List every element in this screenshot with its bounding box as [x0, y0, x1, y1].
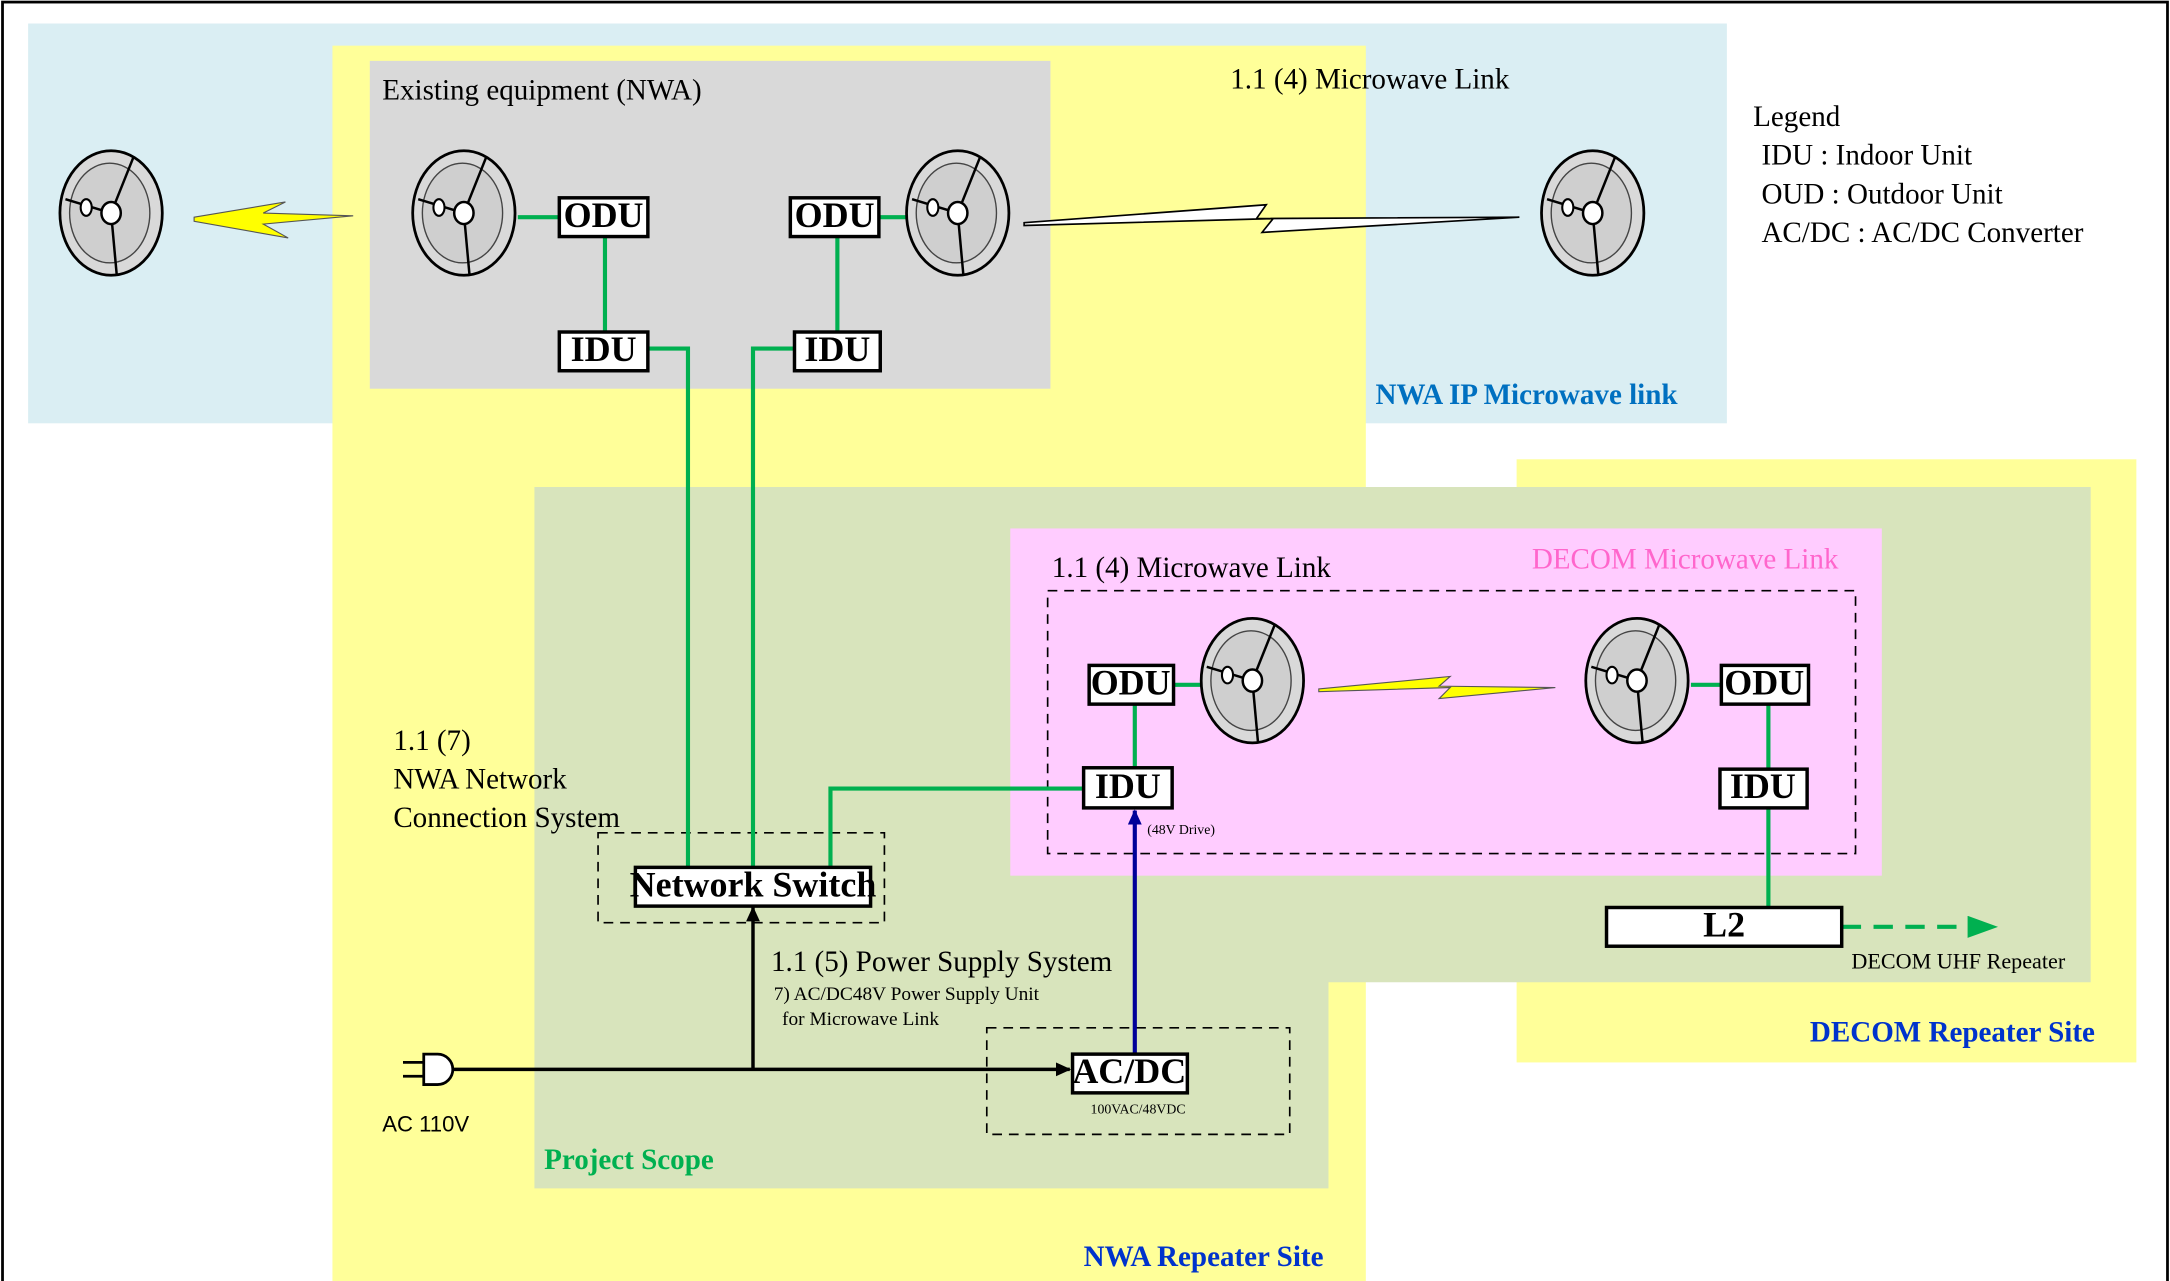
- network-connection-label-1: 1.1 (7): [393, 725, 470, 757]
- acdc-label: AC/DC: [1072, 1051, 1186, 1091]
- odu-label: ODU: [564, 195, 644, 235]
- idu-label: IDU: [1730, 766, 1796, 806]
- dish-antenna-icon: [905, 149, 1011, 277]
- lightning-icon: [1318, 675, 1556, 700]
- idu-box-decom-left: IDU: [1081, 766, 1174, 810]
- network-connection-label-2: NWA Network: [393, 764, 567, 796]
- legend-title: Legend: [1753, 101, 1841, 133]
- decom-uhf-label: DECOM UHF Repeater: [1851, 948, 2065, 973]
- power-supply-unit-label-2: for Microwave Link: [782, 1009, 939, 1030]
- idu-label: IDU: [1095, 766, 1161, 806]
- lightning-icon: [1023, 203, 1520, 234]
- ac-input-label: AC 110V: [382, 1112, 469, 1137]
- acdc-box: AC/DC: [1070, 1051, 1190, 1095]
- odu-box-nwa-right: ODU: [788, 195, 881, 239]
- legend-item: OUD : Outdoor Unit: [1761, 178, 2002, 210]
- acdc-group: [985, 1027, 1291, 1136]
- link-lines: [517, 215, 1771, 908]
- drive-note: (48V Drive): [1147, 822, 1215, 838]
- l2-box: L2: [1604, 905, 1844, 948]
- idu-label: IDU: [804, 329, 870, 369]
- decom-microwave-link-title: DECOM Microwave Link: [1532, 544, 1839, 576]
- top-microwave-link-label: 1.1 (4) Microwave Link: [1230, 64, 1510, 96]
- odu-box-decom-left: ODU: [1087, 662, 1176, 706]
- nwa-ip-link-title: NWA IP Microwave link: [1376, 379, 1679, 411]
- odu-box-decom-right: ODU: [1719, 662, 1811, 706]
- power-supply-system-label: 1.1 (5) Power Supply System: [771, 946, 1113, 978]
- ac-plug-icon: [402, 1052, 455, 1086]
- decom-repeater-site-title: DECOM Repeater Site: [1810, 1017, 2095, 1049]
- network-switch-box: Network Switch: [630, 864, 877, 908]
- l2-label: L2: [1703, 905, 1745, 945]
- idu-label: IDU: [571, 329, 637, 369]
- network-connection-label-3: Connection System: [393, 802, 620, 834]
- dish-antenna-icon: [1199, 616, 1305, 745]
- odu-label: ODU: [1091, 662, 1171, 702]
- odu-label: ODU: [1724, 662, 1804, 702]
- network-switch-label: Network Switch: [630, 864, 877, 904]
- decom-microwave-link-label: 1.1 (4) Microwave Link: [1052, 552, 1332, 584]
- project-scope-title: Project Scope: [544, 1144, 714, 1176]
- legend-item: AC/DC : AC/DC Converter: [1761, 217, 2083, 249]
- dish-antenna-icon: [1540, 149, 1646, 277]
- idu-box-nwa-left: IDU: [557, 329, 650, 373]
- odu-box-nwa-left: ODU: [557, 195, 650, 239]
- dish-antenna-icon: [1584, 616, 1690, 745]
- decom-link-group: [1046, 589, 1857, 855]
- existing-equipment-title: Existing equipment (NWA): [382, 75, 701, 107]
- dish-antenna-icon: [58, 149, 164, 277]
- idu-box-decom-right: IDU: [1718, 766, 1809, 810]
- idu-box-nwa-right: IDU: [792, 329, 882, 373]
- legend: Legend IDU : Indoor Unit OUD : Outdoor U…: [1753, 101, 2084, 249]
- lightning-icon: [193, 201, 354, 239]
- acdc-note: 100VAC/48VDC: [1091, 1102, 1186, 1117]
- nwa-repeater-site-title: NWA Repeater Site: [1084, 1241, 1324, 1273]
- odu-label: ODU: [795, 195, 875, 235]
- network-switch-group: [597, 831, 886, 924]
- legend-item: IDU : Indoor Unit: [1761, 140, 1972, 172]
- power-supply-unit-label-1: 7) AC/DC48V Power Supply Unit: [774, 984, 1040, 1005]
- dish-antenna-icon: [411, 149, 517, 277]
